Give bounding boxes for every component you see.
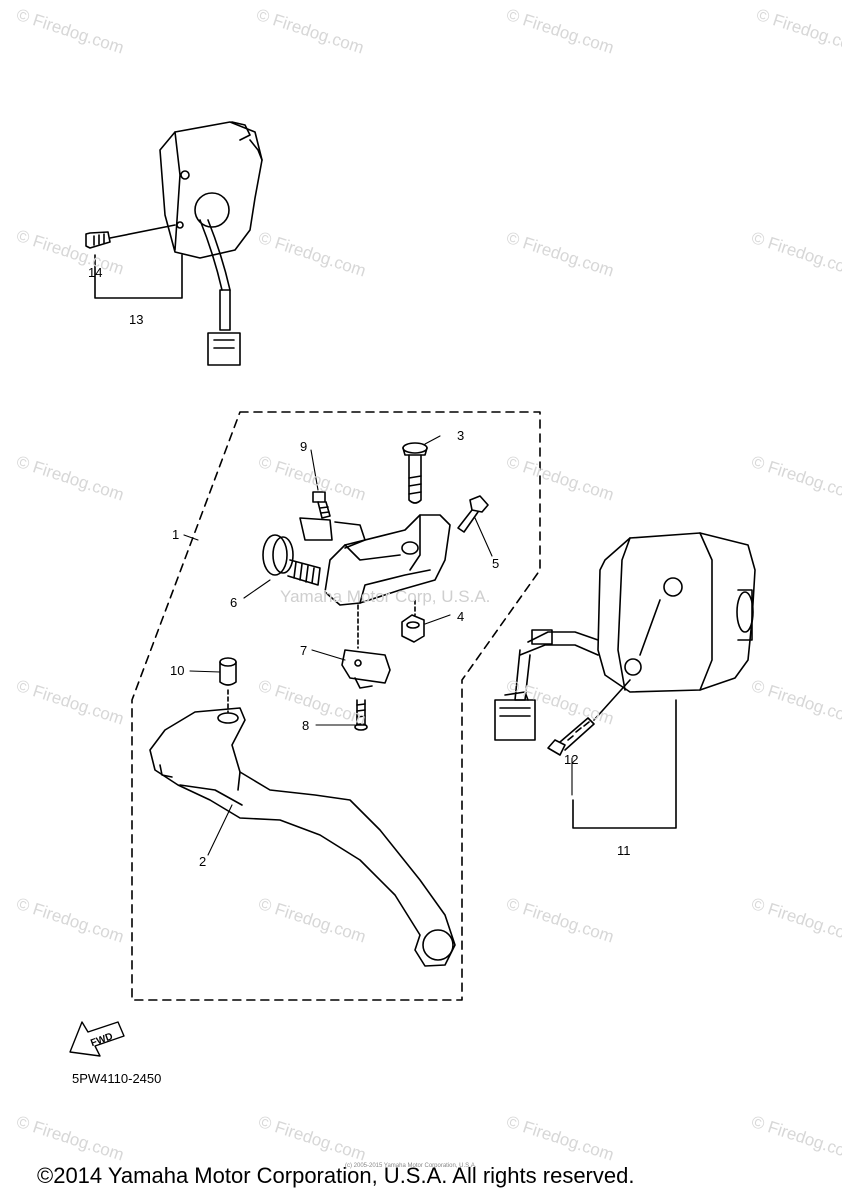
- adjuster-6: [262, 534, 321, 586]
- callout-5: 5: [492, 556, 500, 571]
- callout-13: 13: [129, 312, 144, 327]
- collar-10: [219, 657, 237, 713]
- callout-4: 4: [457, 609, 465, 624]
- callout-6: 6: [230, 595, 238, 610]
- screw-8: [354, 699, 368, 731]
- lever-2: [149, 707, 456, 967]
- brand-watermark: Yamaha Motor Corp, U.S.A.: [280, 587, 491, 606]
- screw-12: [547, 679, 631, 756]
- screw-14: [85, 224, 176, 249]
- right-handlebar-switch: [494, 532, 756, 741]
- nut-4: [401, 599, 425, 643]
- screw-5: [457, 495, 489, 533]
- callout-11: 11: [617, 843, 631, 858]
- callout-leaders: [183, 435, 573, 856]
- callout-10: 10: [170, 663, 185, 678]
- fwd-arrow-icon: [69, 1021, 125, 1057]
- callout-12: 12: [564, 752, 579, 767]
- lever-holder: [324, 514, 451, 606]
- callout-8: 8: [302, 718, 310, 733]
- callout-9: 9: [300, 439, 308, 454]
- callout-1: 1: [172, 527, 180, 542]
- screw-9: [312, 491, 331, 519]
- bolt-3: [402, 442, 428, 504]
- callout-14: 14: [88, 265, 103, 280]
- callout-3: 3: [457, 428, 465, 443]
- leader-13: [94, 254, 183, 299]
- switch-7: [341, 604, 391, 689]
- switch-bracket: [299, 517, 366, 549]
- copyright-notice: ©2014 Yamaha Motor Corporation, U.S.A. A…: [37, 1163, 635, 1188]
- assembly-1-boundary: [131, 411, 541, 1001]
- callout-2: 2: [199, 854, 207, 869]
- left-handlebar-switch: [159, 121, 263, 366]
- part-code: 5PW4110-2450: [72, 1071, 162, 1086]
- fwd-label: FWD: [89, 1031, 114, 1049]
- leader-11: [572, 699, 677, 829]
- tiny-notice: (c) 2005-2015 Yamaha Motor Corporation, …: [345, 1163, 477, 1169]
- callout-7: 7: [300, 643, 308, 658]
